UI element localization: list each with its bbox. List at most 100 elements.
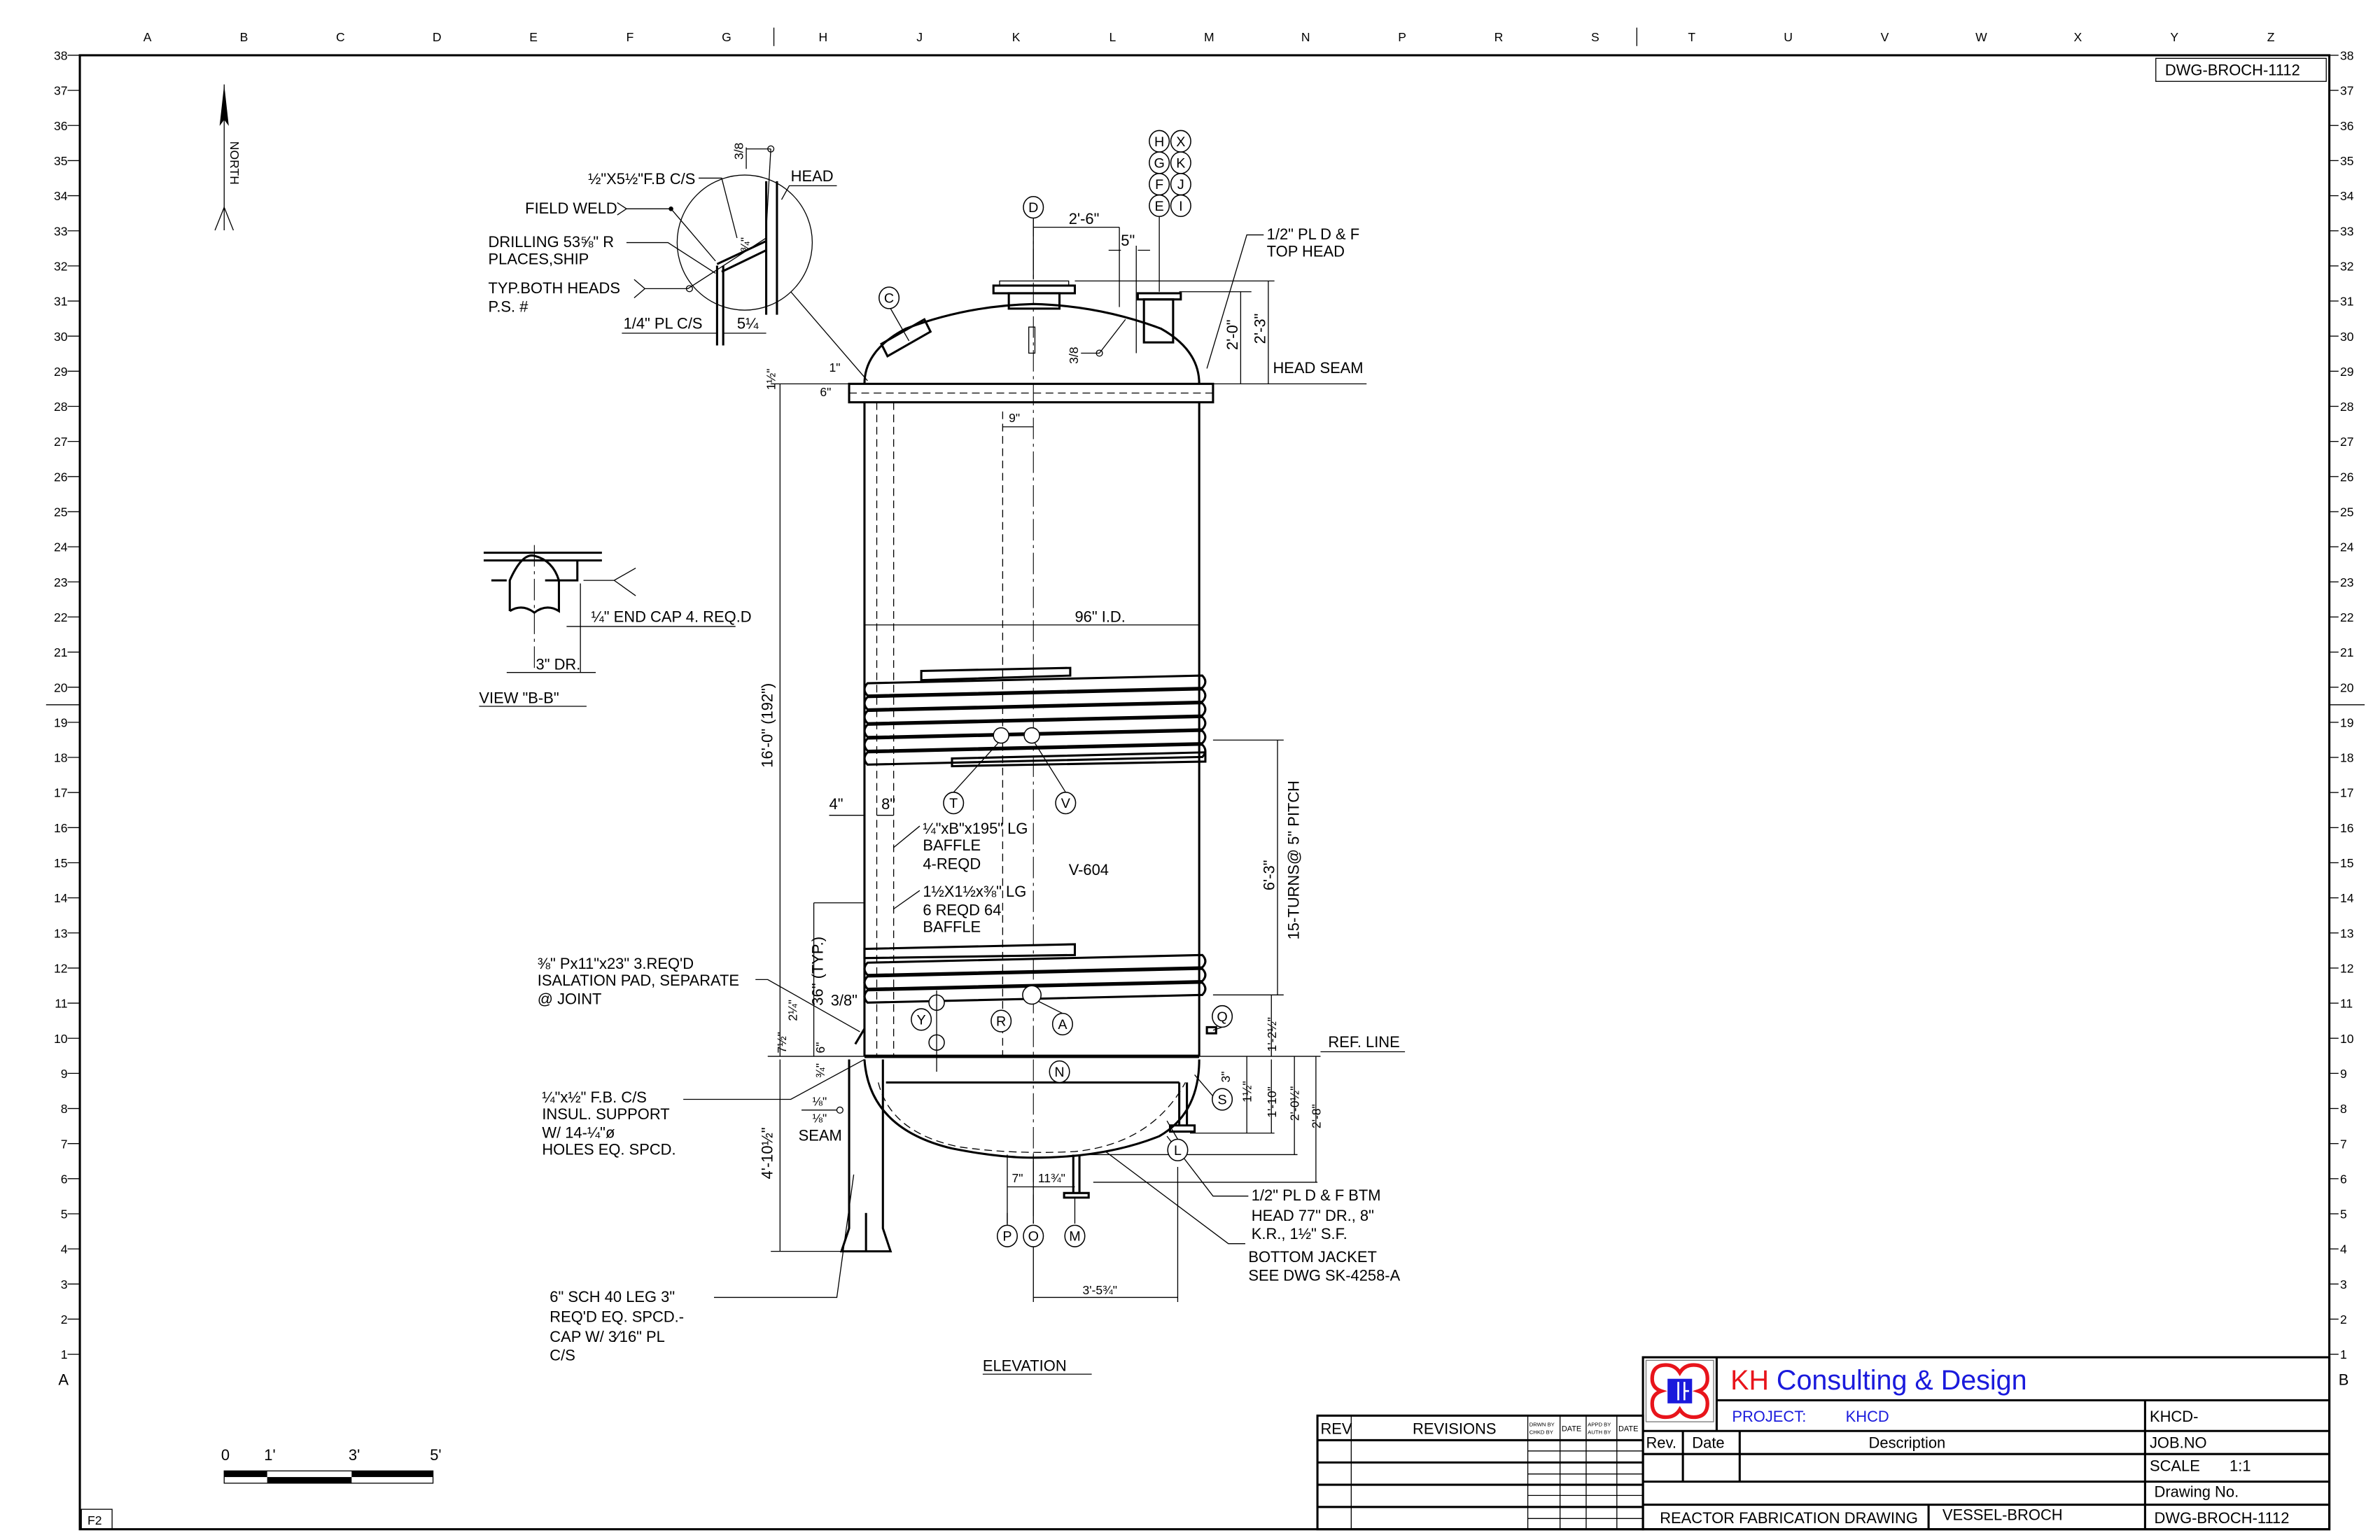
- nozzle-bubble-j: J: [1170, 173, 1191, 196]
- bubble-label: N: [1054, 1065, 1064, 1080]
- logo-letters: [1677, 1382, 1689, 1401]
- column-label: H: [818, 30, 827, 44]
- drawing-number: DWG-BROCH-1112: [2155, 1509, 2290, 1527]
- nozzle-d-flange-face: [999, 280, 1070, 286]
- view-bb: ¼" END CAP 4. REQ.D 3" DR. VIEW "B-B": [479, 545, 752, 707]
- row-label-left: 27: [54, 435, 68, 449]
- project-label: PROJECT:: [1732, 1408, 1806, 1425]
- revision-columns: [1350, 1415, 1618, 1530]
- dim-6-top: 6": [820, 385, 831, 399]
- column-label: B: [240, 30, 248, 44]
- row-label-right: 37: [2340, 84, 2354, 98]
- ref-line-label: REF. LINE: [1328, 1033, 1399, 1051]
- plate-lines: [715, 265, 724, 346]
- row-label-right: 12: [2340, 962, 2354, 976]
- width-label: 5¼: [737, 314, 759, 332]
- revision-rows: [1317, 1438, 1644, 1508]
- baffle-bar-middle: [951, 751, 1207, 768]
- row-label-left: 23: [54, 575, 68, 589]
- nozzle-bubble-t: T: [943, 792, 965, 815]
- project-value: KHCD: [1846, 1408, 1889, 1425]
- nozzle-bubble-p: P: [996, 1224, 1018, 1247]
- row-label-right: 16: [2340, 821, 2354, 835]
- leg-label-1: 6" SCH 40 LEG 3": [550, 1288, 675, 1306]
- row-label-right: 18: [2340, 751, 2354, 765]
- dim-2-6: 2'-6": [1069, 210, 1100, 227]
- nozzle-bubble-i: I: [1170, 194, 1191, 218]
- dim-7: 7": [1012, 1171, 1023, 1185]
- seam-label: SEAM: [799, 1127, 842, 1144]
- dim-2-25: 2¼": [785, 1000, 799, 1021]
- nozzle-bubble-v: V: [1055, 792, 1077, 815]
- top-head-label-2: TOP HEAD: [1267, 242, 1345, 260]
- frame-border: [78, 54, 2331, 1531]
- dim-5: 5": [1121, 232, 1135, 249]
- insul-label-2: INSUL. SUPPORT: [542, 1105, 669, 1123]
- baffle1-label-2: BAFFLE: [923, 836, 981, 854]
- dimension-line: [813, 902, 864, 1057]
- dim-1-top: 1": [830, 360, 841, 374]
- bubble-circle: [911, 1008, 932, 1031]
- scale-label: SCALE: [2150, 1457, 2200, 1474]
- jacket-label-2: SEE DWG SK-4258-A: [1248, 1266, 1400, 1284]
- column-label: P: [1398, 30, 1406, 44]
- weld-size: 3/8: [732, 143, 746, 160]
- row-label-right: 15: [2340, 856, 2354, 870]
- drawing-title: REACTOR FABRICATION DRAWING: [1660, 1509, 1918, 1527]
- description-column-label: Description: [1869, 1434, 1946, 1451]
- coil-turn: [863, 674, 1207, 697]
- coil-turn: [863, 953, 1207, 976]
- row-label-right: 4: [2340, 1242, 2347, 1256]
- column-label: Y: [2170, 30, 2178, 44]
- bubble-circle: [1212, 1004, 1233, 1028]
- coil-turn: [863, 715, 1207, 738]
- rev-header: REV: [1320, 1420, 1352, 1438]
- end-cap: [545, 560, 579, 582]
- dimensions: 2'-6" 5" 1/2" PL D & F TOP HEAD HEAD SEA…: [538, 210, 1406, 1375]
- row-label-left: 33: [54, 224, 68, 238]
- dim-8: 8": [881, 795, 895, 813]
- row-label-left: 30: [54, 330, 68, 344]
- row-label-right: 25: [2340, 505, 2354, 519]
- column-label: W: [1975, 30, 1987, 44]
- bubble-label: I: [1179, 199, 1182, 214]
- bubble-leaders: [890, 216, 1223, 1227]
- bubble-circle: [1212, 1088, 1233, 1111]
- revisions-header: REVISIONS: [1413, 1420, 1496, 1438]
- top-head: [863, 302, 1200, 384]
- weld-symbol: [1096, 349, 1103, 357]
- pad-label-3: @ JOINT: [538, 990, 602, 1007]
- field-weld-dot-icon: [668, 206, 673, 211]
- coil-turn: [863, 688, 1207, 710]
- bubble-circle: [1023, 1224, 1044, 1247]
- detail-circle: [676, 174, 813, 311]
- leader: [699, 177, 738, 239]
- zone-label-right: B: [2339, 1371, 2349, 1388]
- dim-1-10: 1'-10": [1265, 1086, 1279, 1118]
- column-label: G: [722, 30, 732, 44]
- drawing-number-box-top: [2155, 57, 2327, 82]
- row-label-right: 27: [2340, 435, 2354, 449]
- nozzle-bubble-o: O: [1023, 1224, 1044, 1247]
- row-label-left: 31: [54, 295, 68, 309]
- bottom-jacket: [878, 1082, 1186, 1153]
- dimension-line: [1032, 1166, 1179, 1303]
- drilling-label-1: DRILLING 53⅝" R: [489, 233, 615, 251]
- insul-label-3: W/ 14-¼"ø: [542, 1124, 615, 1141]
- shell-height: 16'-0" (192"): [758, 683, 776, 768]
- nozzle-bubble-d: D: [1023, 195, 1044, 219]
- bubble-label: A: [1058, 1017, 1068, 1032]
- nozzle-bubble-a: A: [1051, 1012, 1073, 1036]
- leg-label-4: C/S: [550, 1346, 575, 1364]
- baffle2-label-3: BAFFLE: [923, 918, 981, 935]
- bubble-label: T: [949, 796, 958, 811]
- dim-6-lower: 6": [813, 1042, 827, 1054]
- coil-turns: 15-TURNS@ 5" PITCH: [1285, 780, 1303, 939]
- north-arrow: NORTH: [214, 84, 241, 231]
- row-label-left: 24: [54, 540, 68, 554]
- dim-2-0: 2'-0": [1224, 319, 1241, 350]
- dim-6-3: 6'-3": [1261, 860, 1278, 891]
